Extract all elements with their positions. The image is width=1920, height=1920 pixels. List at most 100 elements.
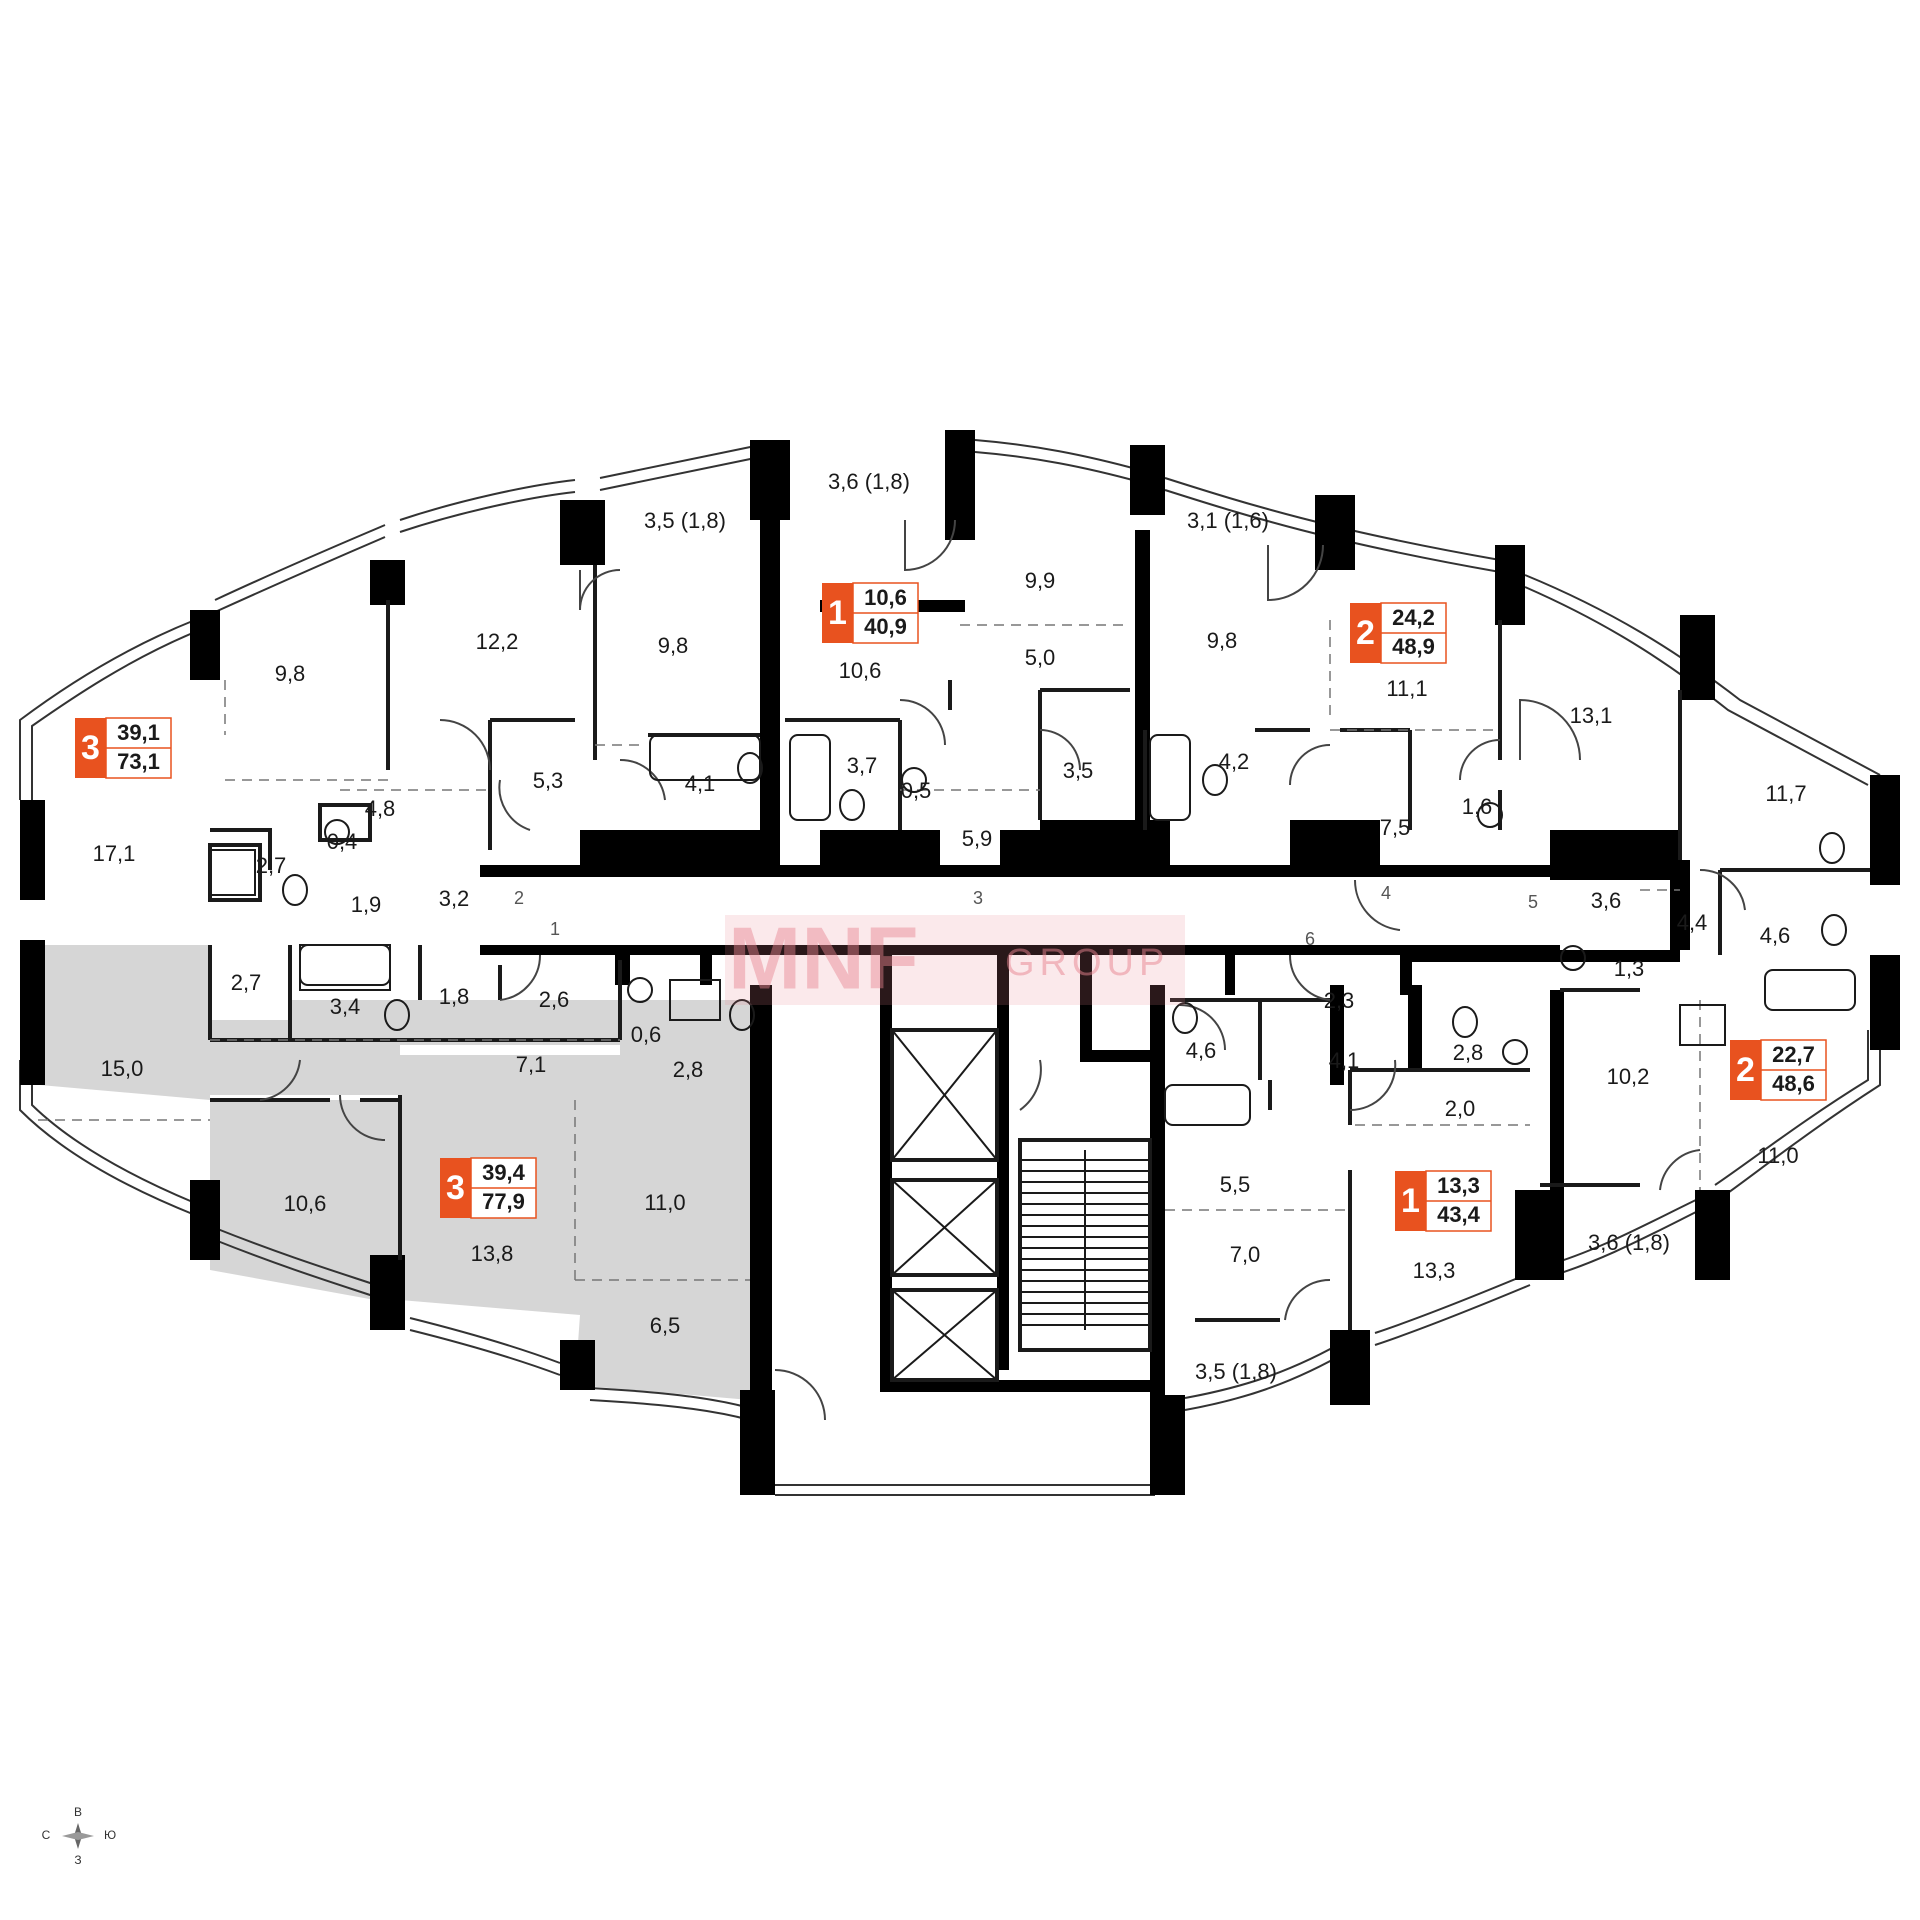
room-area-label: 15,0 xyxy=(101,1056,144,1081)
room-area-label: 13,1 xyxy=(1570,703,1613,728)
room-area-label: 4,4 xyxy=(1677,910,1708,935)
badge-room-count: 3 xyxy=(446,1169,465,1207)
structural-walls xyxy=(20,430,1900,1495)
door-number-1: 1 xyxy=(550,919,560,939)
badge-living-area: 39,4 xyxy=(482,1160,526,1185)
watermark-sub: GROUP xyxy=(1005,942,1169,984)
door-swings xyxy=(259,519,1746,1421)
room-area-label: 3,7 xyxy=(847,753,878,778)
compass-north: В xyxy=(74,1805,82,1819)
room-area-label: 9,9 xyxy=(1025,568,1056,593)
compass-rose: В З С Ю xyxy=(42,1805,116,1867)
room-area-label: 3,6 (1,8) xyxy=(828,469,910,494)
room-area-label: 11,1 xyxy=(1386,676,1427,701)
badge-total-area: 48,9 xyxy=(1392,634,1435,659)
room-area-label: 1,9 xyxy=(351,892,382,917)
badge-marker xyxy=(1730,1040,1761,1100)
room-area-label: 2,8 xyxy=(673,1057,704,1082)
room-area-label: 2,0 xyxy=(1445,1096,1476,1121)
room-area-label: 5,3 xyxy=(533,768,564,793)
badge-room-count: 3 xyxy=(81,729,100,767)
room-area-label: 3,1 (1,6) xyxy=(1187,508,1269,533)
badge-living-area: 10,6 xyxy=(864,585,907,610)
watermark-brand: MNF xyxy=(728,908,919,1007)
badge-room-count: 2 xyxy=(1356,614,1375,652)
room-area-label: 9,8 xyxy=(275,661,306,686)
door-number-6: 6 xyxy=(1305,929,1315,949)
room-area-label: 3,4 xyxy=(330,994,361,1019)
room-area-label: 0,4 xyxy=(327,829,358,854)
highlighted-apartment[interactable] xyxy=(38,940,750,1400)
badge-room-count: 2 xyxy=(1736,1051,1755,1089)
badge-total-area: 77,9 xyxy=(482,1189,525,1214)
room-area-label: 2,8 xyxy=(1453,1040,1484,1065)
room-area-label: 3,2 xyxy=(439,886,470,911)
stairwell xyxy=(1018,1138,1152,1352)
badge-total-area: 73,1 xyxy=(117,749,160,774)
room-area-label: 2,7 xyxy=(256,853,287,878)
room-area-label: 2,3 xyxy=(1324,988,1355,1013)
room-area-label: 11,0 xyxy=(1757,1143,1798,1168)
room-area-label: 3,5 (1,8) xyxy=(1195,1359,1277,1384)
apartment-badge[interactable]: 3 39,1 73,1 xyxy=(75,717,172,779)
room-area-label: 10,6 xyxy=(284,1191,327,1216)
badge-room-count: 1 xyxy=(1401,1182,1420,1220)
room-area-label: 17,1 xyxy=(93,841,136,866)
door-number-2: 2 xyxy=(514,888,524,908)
room-area-label: 1,8 xyxy=(439,984,470,1009)
room-area-label: 4,1 xyxy=(685,771,716,796)
room-area-label: 4,1 xyxy=(1329,1048,1360,1073)
badge-living-area: 24,2 xyxy=(1392,605,1435,630)
room-area-label: 4,8 xyxy=(365,796,396,821)
apartment-badge[interactable]: 3 39,4 77,9 xyxy=(440,1157,537,1219)
room-area-label: 7,5 xyxy=(1380,815,1411,840)
badge-living-area: 39,1 xyxy=(117,720,160,745)
elevator-core xyxy=(890,1028,999,1382)
room-labels: 3,6 (1,8) 3,5 (1,8) 3,1 (1,6) 9,9 9,8 9,… xyxy=(93,469,1807,1384)
door-number-5: 5 xyxy=(1528,892,1538,912)
badge-room-count: 1 xyxy=(828,594,847,632)
brand-watermark: MNF GROUP xyxy=(725,908,1185,1007)
badge-living-area: 13,3 xyxy=(1437,1173,1480,1198)
badge-marker xyxy=(1350,603,1381,663)
room-area-label: 13,3 xyxy=(1413,1258,1456,1283)
zone-separators xyxy=(38,620,1701,1281)
badge-marker xyxy=(822,583,853,643)
door-number-3: 3 xyxy=(973,888,983,908)
room-area-label: 10,2 xyxy=(1607,1064,1650,1089)
badge-living-area: 22,7 xyxy=(1772,1042,1815,1067)
compass-south: З xyxy=(74,1853,81,1867)
room-area-label: 0,5 xyxy=(901,778,932,803)
room-area-label: 2,6 xyxy=(539,987,570,1012)
apartment-badge[interactable]: 1 10,6 40,9 xyxy=(822,582,919,644)
room-area-label: 7,1 xyxy=(516,1052,547,1077)
badge-marker xyxy=(1395,1171,1426,1231)
door-number-4: 4 xyxy=(1381,883,1391,903)
room-area-label: 7,0 xyxy=(1230,1242,1261,1267)
room-area-label: 13,8 xyxy=(471,1241,514,1266)
room-area-label: 5,0 xyxy=(1025,645,1056,670)
room-area-label: 1,6 xyxy=(1462,794,1493,819)
room-area-label: 12,2 xyxy=(476,629,519,654)
apartment-door-numbers: 1 2 3 4 5 6 xyxy=(514,883,1538,949)
room-area-label: 5,5 xyxy=(1220,1172,1251,1197)
room-area-label: 11,0 xyxy=(644,1190,685,1215)
room-area-label: 6,5 xyxy=(650,1313,681,1338)
bathroom-fixtures xyxy=(209,734,1856,1126)
room-area-label: 10,6 xyxy=(839,658,882,683)
room-area-label: 9,8 xyxy=(1207,628,1238,653)
badge-marker xyxy=(440,1158,471,1218)
balcony-outline xyxy=(19,439,1881,1496)
room-area-label: 4,2 xyxy=(1219,749,1250,774)
room-area-label: 3,6 (1,8) xyxy=(1588,1230,1670,1255)
badge-total-area: 40,9 xyxy=(864,614,907,639)
room-area-label: 11,7 xyxy=(1765,781,1806,806)
apartment-badge[interactable]: 2 24,2 48,9 xyxy=(1350,602,1447,664)
room-area-label: 0,6 xyxy=(631,1022,662,1047)
room-area-label: 4,6 xyxy=(1760,923,1791,948)
room-area-label: 1,3 xyxy=(1614,956,1645,981)
